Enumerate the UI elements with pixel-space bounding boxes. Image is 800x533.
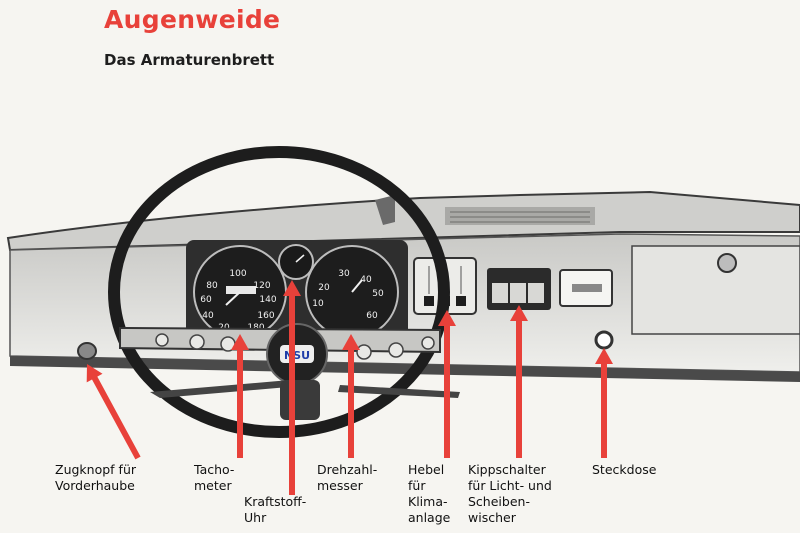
power-socket bbox=[594, 330, 614, 350]
speedometer-tick-label: 80 bbox=[206, 281, 218, 291]
arrow-climate-lever bbox=[438, 310, 456, 458]
fuel-gauge bbox=[278, 244, 314, 280]
label-line: wischer bbox=[468, 510, 516, 525]
label-line: Kraftstoff- bbox=[244, 494, 307, 509]
tachometer-tick-label: 30 bbox=[338, 269, 350, 279]
defroster-vent bbox=[375, 195, 395, 225]
page-title: Augenweide bbox=[104, 5, 281, 34]
tachometer-tick-label: 50 bbox=[372, 289, 384, 299]
label-line: meter bbox=[194, 478, 232, 493]
arrow-hood-release bbox=[86, 364, 141, 460]
label-line: anlage bbox=[408, 510, 451, 525]
glovebox-lock bbox=[717, 253, 737, 273]
label-line: Zugknopf für bbox=[55, 462, 136, 477]
label-power-socket: Steckdose bbox=[592, 462, 656, 478]
speedometer-tick-label: 140 bbox=[259, 295, 276, 305]
speedometer-tick-label: 100 bbox=[229, 269, 246, 279]
label-line: Klima- bbox=[408, 494, 448, 509]
rocker-switches bbox=[492, 283, 544, 303]
label-line: für Licht- und bbox=[468, 478, 552, 493]
label-line: Vorderhaube bbox=[55, 478, 135, 493]
page-subtitle: Das Armaturenbrett bbox=[104, 51, 275, 69]
speedometer-odometer bbox=[226, 286, 256, 294]
label-line: Kippschalter bbox=[468, 462, 546, 477]
label-line: Drehzahl- bbox=[317, 462, 378, 477]
tachometer-tick-label: 20 bbox=[318, 283, 330, 293]
arrow-power-socket bbox=[595, 348, 613, 458]
speedometer bbox=[193, 245, 287, 339]
label-fuel-gauge: Kraftstoff-Uhr bbox=[244, 494, 306, 526]
label-line: Steckdose bbox=[592, 462, 657, 477]
speedometer-tick-label: 120 bbox=[253, 281, 270, 291]
steering-wheel: NSU bbox=[108, 146, 460, 438]
label-line: messer bbox=[317, 478, 363, 493]
label-tachometer: Drehzahl-messer bbox=[317, 462, 377, 494]
speedometer-tick-label: 60 bbox=[200, 295, 212, 305]
label-line: Tacho- bbox=[194, 462, 235, 477]
speedometer-tick-label: 160 bbox=[257, 311, 274, 321]
tachometer-tick-label: 60 bbox=[366, 311, 378, 321]
label-speedometer: Tacho-meter bbox=[194, 462, 234, 494]
steering-badge: NSU bbox=[284, 349, 310, 362]
tachometer-tick-label: 40 bbox=[360, 275, 372, 285]
hood-release-knob bbox=[77, 342, 97, 360]
label-line: für bbox=[408, 478, 426, 493]
tachometer-tick-label: 10 bbox=[312, 299, 324, 309]
label-line: Uhr bbox=[244, 510, 267, 525]
arrow-speedometer bbox=[231, 334, 249, 458]
label-line: Scheiben- bbox=[468, 494, 530, 509]
tachometer bbox=[305, 245, 399, 339]
arrow-rocker-switches bbox=[510, 305, 528, 458]
glovebox bbox=[631, 245, 800, 335]
arrow-tachometer bbox=[342, 334, 360, 458]
dashboard-shell bbox=[6, 190, 800, 252]
label-line: Hebel bbox=[408, 462, 445, 477]
speedometer-tick-label: 40 bbox=[202, 311, 214, 321]
arrow-fuel-gauge bbox=[283, 280, 301, 495]
